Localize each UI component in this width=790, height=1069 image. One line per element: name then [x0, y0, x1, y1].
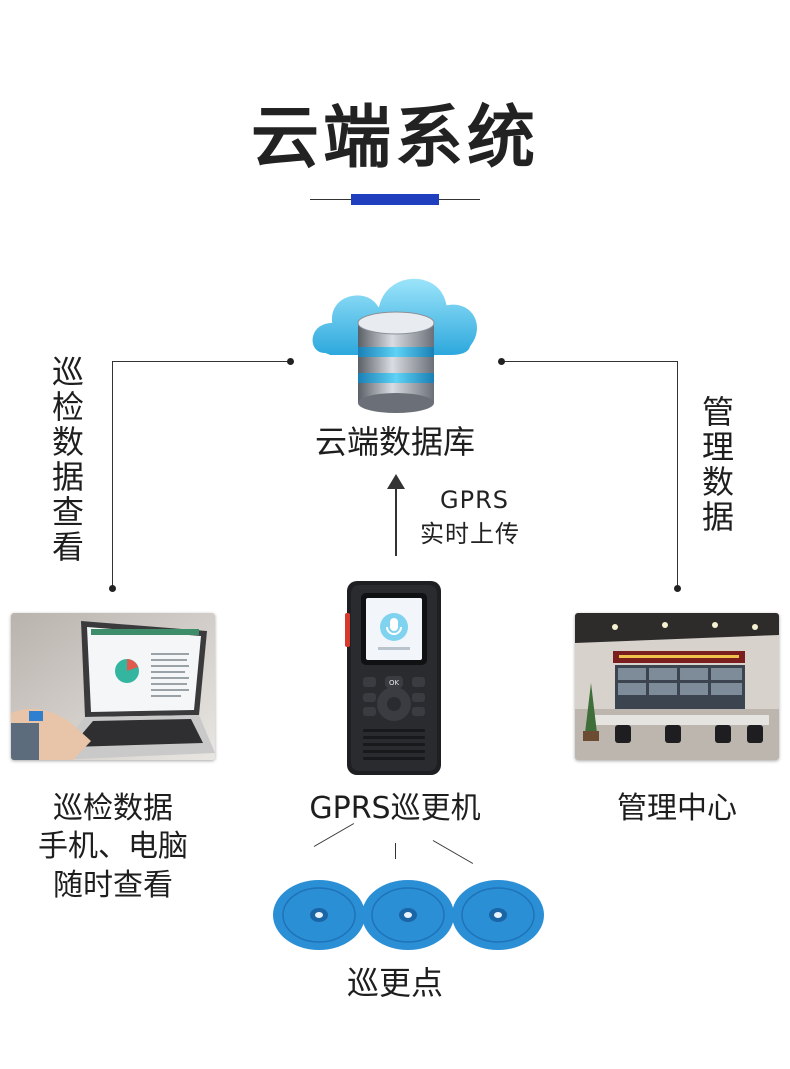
left-connector-horizontal — [112, 361, 290, 362]
checkpoint-tag-icon — [362, 880, 454, 950]
checkpoint-caption: 巡更点 — [346, 964, 443, 1002]
checkpoint-tag-icon — [452, 880, 544, 950]
right-connector-end-dot — [498, 358, 505, 365]
upload-arrow-line — [395, 484, 397, 556]
upload-arrow-icon — [387, 474, 405, 489]
cloud-database-icon — [308, 274, 481, 413]
right-connector-horizontal — [502, 361, 678, 362]
page-title: 云端系统 — [250, 99, 539, 178]
gprs-device-image: OK — [345, 579, 443, 777]
laptop-caption-line-2: 手机、电脑 — [38, 829, 188, 865]
right-side-label: 管理数据 — [697, 395, 735, 535]
center-caption: 管理中心 — [617, 791, 737, 826]
upload-label: GPRS 实时上传 — [420, 484, 560, 551]
upload-label-realtime: 实时上传 — [420, 519, 520, 548]
device-caption: GPRS巡更机 — [309, 791, 481, 826]
left-connector-end-dot — [287, 358, 294, 365]
laptop-photo — [11, 613, 215, 760]
right-connector-vertical — [677, 361, 678, 588]
control-center-photo — [575, 613, 779, 760]
laptop-caption: 巡检数据 手机、电脑 随时查看 — [10, 790, 216, 905]
upload-label-protocol: GPRS — [440, 486, 509, 514]
laptop-caption-line-3: 随时查看 — [53, 867, 173, 903]
checkpoint-tag-icon — [273, 880, 365, 950]
laptop-caption-line-1: 巡检数据 — [53, 791, 173, 826]
left-connector-vertical — [112, 361, 113, 588]
tag-connector-middle — [395, 843, 396, 859]
cloud-database-label: 云端数据库 — [314, 423, 475, 461]
title-accent-bar — [351, 194, 439, 205]
left-side-label: 巡检数据查看 — [47, 355, 85, 565]
tag-connector-right — [432, 840, 474, 864]
left-connector-start-dot — [109, 585, 116, 592]
right-connector-start-dot — [674, 585, 681, 592]
ok-key-label: OK — [389, 679, 400, 687]
